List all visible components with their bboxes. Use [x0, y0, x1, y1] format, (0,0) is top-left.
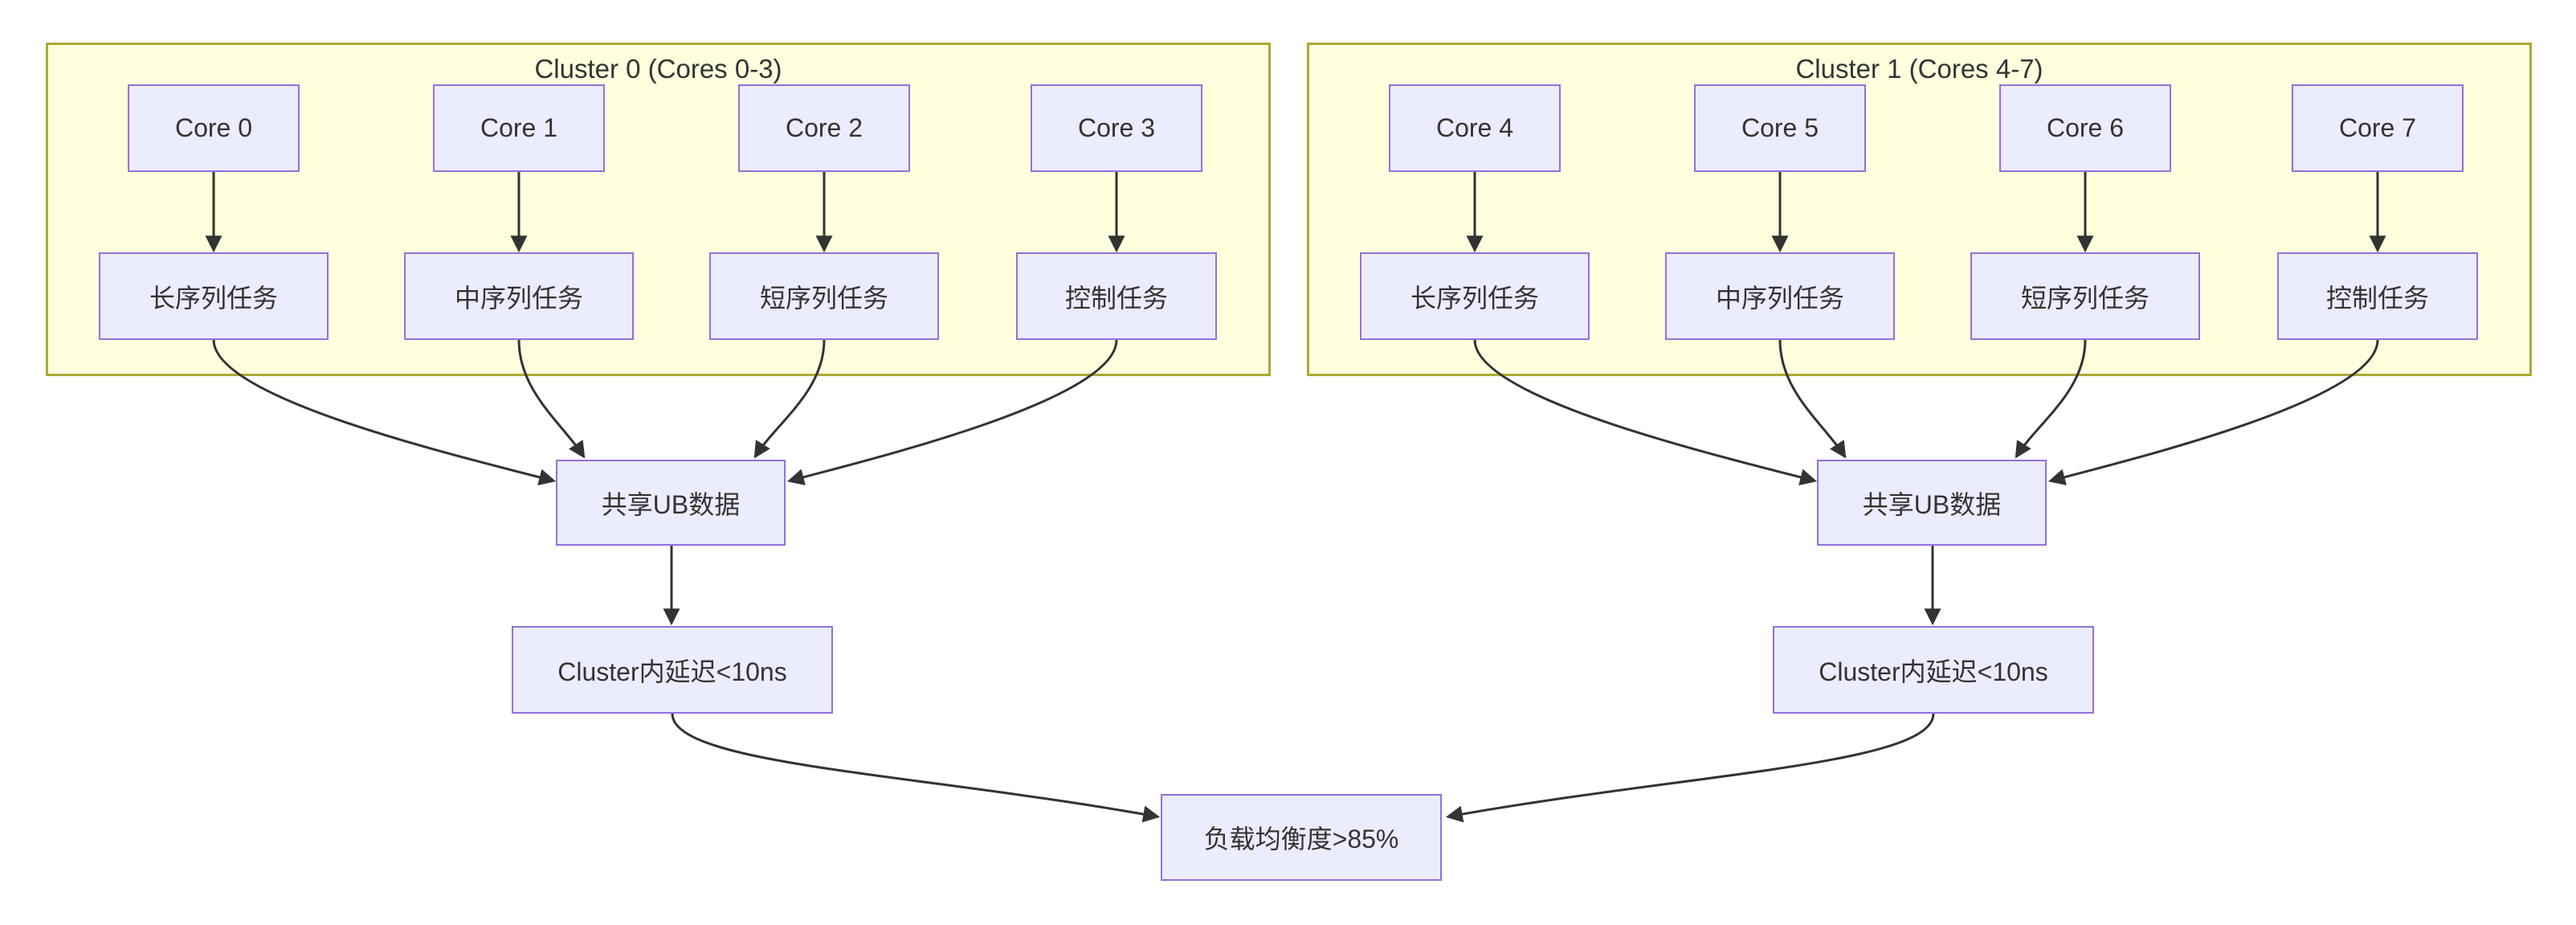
edge-c1-task2-to-ub: [2015, 339, 2087, 459]
cluster1-latency-node: Cluster内延迟<10ns: [1773, 626, 2094, 714]
cluster1-task-control-node: 控制任务: [2277, 252, 2478, 340]
edge-c1-task0-to-ub: [1473, 339, 1818, 485]
cluster1-task-long-seq-node: 长序列任务: [1360, 252, 1590, 340]
edge-c0-task3-to-ub: [786, 339, 1118, 485]
cluster0-core1-node: Core 1: [433, 84, 605, 172]
edge-c0-latency-to-balance: [671, 713, 1161, 823]
cluster1-shared-ub-node: 共享UB数据: [1817, 460, 2047, 546]
cluster0-title: Cluster 0 (Cores 0-3): [534, 54, 782, 84]
cluster0-task-long-seq-node: 长序列任务: [99, 252, 329, 340]
cluster1-task-short-seq-node: 短序列任务: [1970, 252, 2200, 340]
cluster1-core4-node: Core 4: [1389, 84, 1561, 172]
cluster0-shared-ub-node: 共享UB数据: [556, 460, 786, 546]
cluster0-core3-node: Core 3: [1031, 84, 1202, 172]
cluster0-core2-node: Core 2: [738, 84, 910, 172]
cluster1-title: Cluster 1 (Cores 4-7): [1795, 54, 2043, 84]
cluster0-task-short-seq-node: 短序列任务: [709, 252, 939, 340]
edge-c1-task1-to-ub: [1778, 339, 1847, 459]
cluster1-core6-node: Core 6: [1999, 84, 2171, 172]
cluster0-core0-node: Core 0: [128, 84, 300, 172]
cluster1-core7-node: Core 7: [2292, 84, 2464, 172]
edge-c0-task1-to-ub: [517, 339, 586, 459]
cluster0-task-control-node: 控制任务: [1016, 252, 1217, 340]
cluster1-core5-node: Core 5: [1694, 84, 1866, 172]
cluster0-latency-node: Cluster内延迟<10ns: [512, 626, 833, 714]
edge-c0-task2-to-ub: [753, 339, 826, 459]
cluster1-task-mid-seq-node: 中序列任务: [1665, 252, 1895, 340]
edge-c1-task3-to-ub: [2047, 339, 2379, 485]
cluster0-task-mid-seq-node: 中序列任务: [404, 252, 634, 340]
edge-c1-latency-to-balance: [1445, 713, 1935, 823]
edge-c0-task0-to-ub: [212, 339, 557, 485]
load-balance-node: 负载均衡度>85%: [1161, 794, 1442, 881]
